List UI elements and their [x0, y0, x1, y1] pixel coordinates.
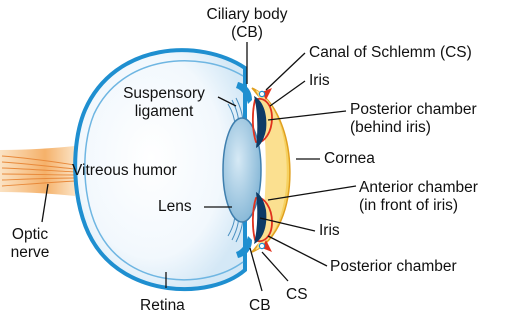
label-suspensory-ligament: Suspensory ligament	[108, 85, 220, 121]
label-posterior-top-line1: Posterior chamber	[350, 101, 477, 119]
label-posterior-top-line2: (behind iris)	[350, 119, 477, 137]
label-ciliary-body-line1: Ciliary body	[190, 6, 304, 24]
label-anterior-line2: (in front of iris)	[359, 197, 478, 215]
label-retina: Retina	[140, 297, 185, 315]
label-cornea: Cornea	[324, 150, 375, 168]
label-cs-bottom: CS	[286, 286, 308, 304]
label-iris-top: Iris	[309, 72, 330, 90]
label-suspensory-line1: Suspensory	[108, 85, 220, 103]
label-ciliary-body-line2: (CB)	[190, 24, 304, 42]
label-anterior-line1: Anterior chamber	[359, 179, 478, 197]
label-anterior-chamber: Anterior chamber (in front of iris)	[359, 179, 478, 215]
label-iris-bottom: Iris	[319, 222, 340, 240]
label-optic-nerve: Optic nerve	[2, 226, 58, 262]
optic-nerve	[0, 146, 75, 196]
label-ciliary-body: Ciliary body (CB)	[190, 6, 304, 42]
label-cb-bottom: CB	[249, 297, 271, 315]
label-optic-line2: nerve	[2, 244, 58, 262]
label-optic-line1: Optic	[2, 226, 58, 244]
label-suspensory-line2: ligament	[108, 103, 220, 121]
label-canal-of-schlemm: Canal of Schlemm (CS)	[309, 44, 472, 62]
label-posterior-chamber-bottom: Posterior chamber	[330, 258, 457, 276]
label-posterior-chamber-top: Posterior chamber (behind iris)	[350, 101, 477, 137]
label-lens: Lens	[158, 198, 192, 216]
label-vitreous-humor: Vitreous humor	[72, 162, 177, 180]
